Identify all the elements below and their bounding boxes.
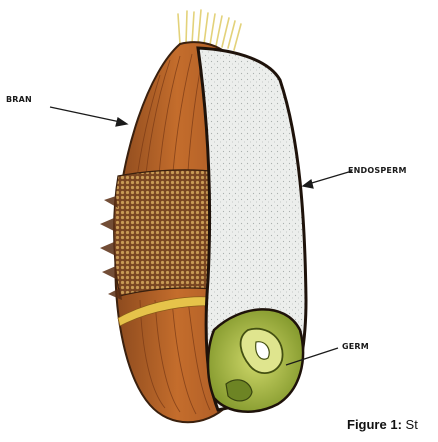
bran-arrow — [50, 107, 125, 123]
germ-label: GERM — [342, 342, 369, 351]
bran-arrowhead — [116, 118, 127, 126]
caption-text: St — [406, 417, 418, 432]
caption-prefix: Figure 1: — [347, 417, 402, 432]
figure-caption: Figure 1: St — [347, 417, 418, 432]
endosperm-arrowhead — [303, 180, 313, 188]
bran-label: BRAN — [6, 95, 32, 104]
aleurone-band — [114, 170, 222, 296]
endosperm-label: ENDOSPERM — [348, 166, 407, 175]
